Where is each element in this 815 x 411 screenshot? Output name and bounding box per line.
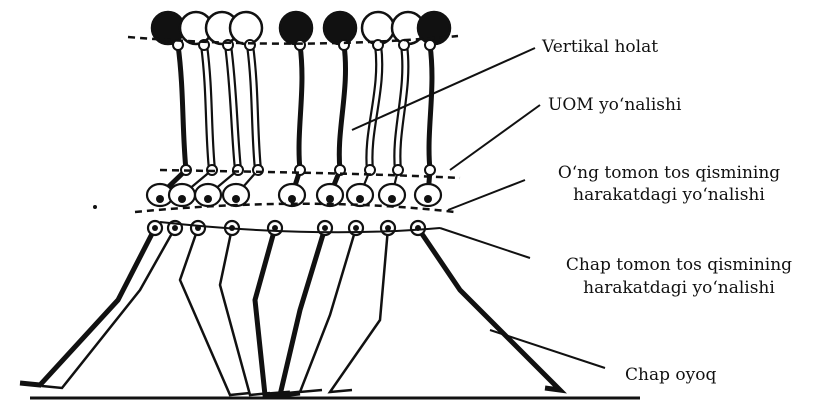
shoulder-joint [393, 165, 403, 175]
hip-joint-center [385, 225, 391, 231]
head-shape [230, 12, 262, 44]
label-right-pelvis-1: O‘ng tomon tos qismining [558, 163, 780, 183]
pelvis-joint [288, 195, 296, 203]
stray-dot [93, 205, 97, 209]
pelvis-joint [204, 195, 212, 203]
neck-joint [399, 40, 409, 50]
hip-joint-center [172, 225, 178, 231]
leg-line [180, 228, 250, 395]
leg-line [20, 228, 155, 385]
spine-line [339, 45, 345, 170]
spine-line [372, 45, 382, 170]
pelvis-joint [178, 195, 186, 203]
label-spine-direction: UOM yo‘nalishi [548, 95, 682, 115]
leg-line [418, 228, 560, 390]
label-right-pelvis-2: harakatdagi yo‘nalishi [573, 185, 765, 205]
pelvis-joint [232, 195, 240, 203]
neck-joint [295, 40, 305, 50]
hip-joint-center [353, 225, 359, 231]
neck-joint [425, 40, 435, 50]
spine-line [299, 45, 302, 170]
label-left-pelvis-1: Chap tomon tos qismining [566, 255, 792, 275]
pelvis-joint [424, 195, 432, 203]
hip-joint-center [152, 225, 158, 231]
shoulder-joint [233, 165, 243, 175]
pelvis-joint [326, 195, 334, 203]
label-left-leg: Chap oyoq [625, 365, 716, 385]
neck-joint [245, 40, 255, 50]
spine-line [247, 45, 255, 170]
neck-joint [339, 40, 349, 50]
leader-left-leg [490, 330, 605, 368]
pelvis-joint [356, 195, 364, 203]
leg-line [330, 228, 388, 392]
spine-line [178, 45, 186, 170]
leader-spine-direction [450, 105, 540, 170]
spine-line [429, 45, 432, 170]
shoulder-joint [425, 165, 435, 175]
head-shape [280, 12, 312, 44]
leg-line [280, 228, 325, 395]
label-vertical: Vertikal holat [541, 37, 658, 57]
leader-vertical [352, 48, 535, 130]
head-shape [324, 12, 356, 44]
pelvis-joint [156, 195, 164, 203]
spine-line [201, 45, 209, 170]
leader-left-pelvis [440, 228, 530, 258]
shoulder-joint [253, 165, 263, 175]
pelvis-joint [388, 195, 396, 203]
label-left-pelvis-2: harakatdagi yo‘nalishi [583, 278, 775, 298]
walking-figures [20, 12, 560, 395]
hip-joint-center [322, 225, 328, 231]
leader-right-pelvis [448, 180, 525, 210]
spine-line [366, 45, 376, 170]
